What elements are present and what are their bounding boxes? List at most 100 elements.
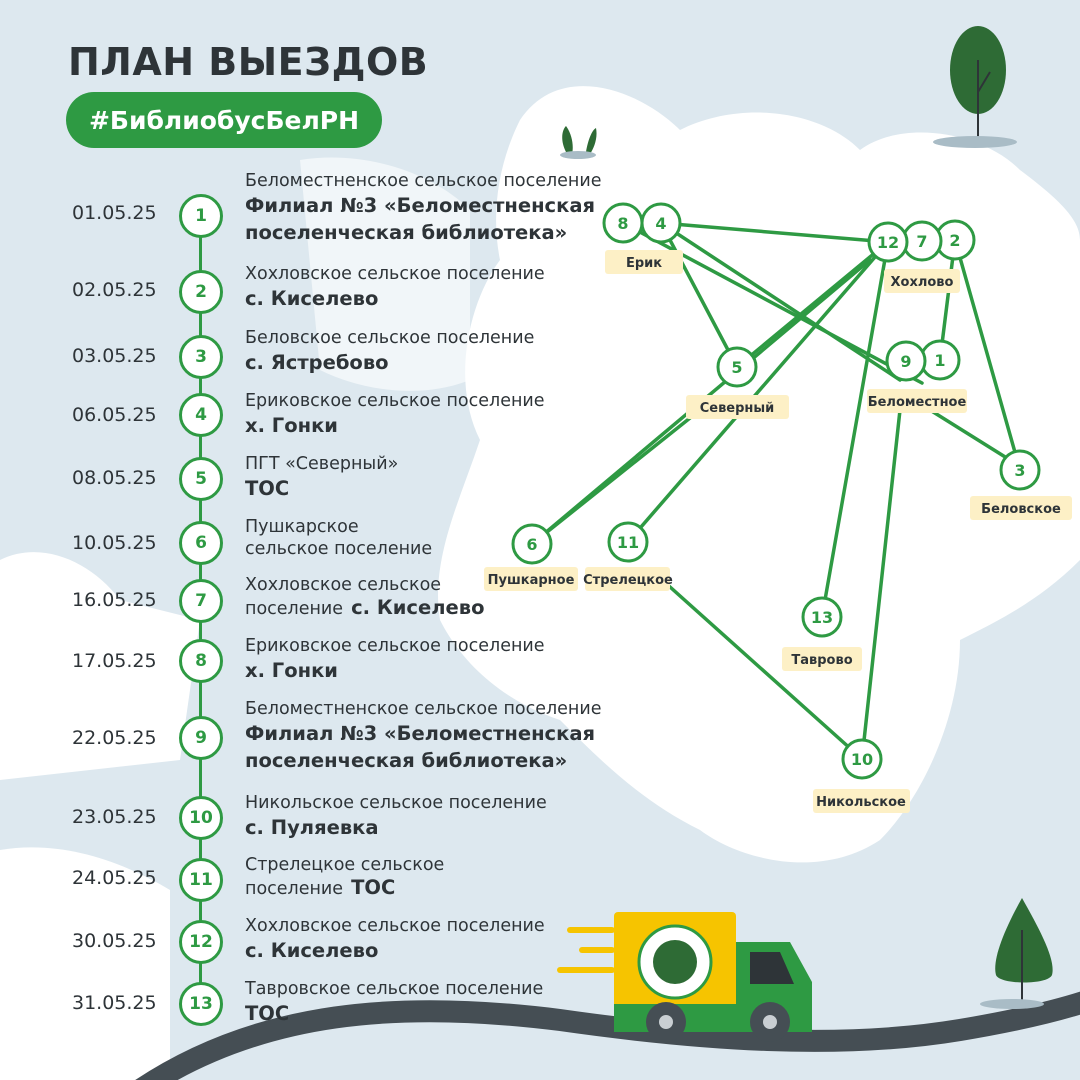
schedule-date: 30.05.25 — [72, 930, 157, 952]
svg-text:8: 8 — [617, 214, 628, 233]
schedule-number: 10 — [179, 796, 223, 840]
schedule-venue: с. Киселево — [245, 287, 379, 310]
svg-text:10: 10 — [851, 750, 873, 769]
schedule-date: 06.05.25 — [72, 404, 157, 426]
svg-text:5: 5 — [731, 358, 742, 377]
schedule-venue: с. Ястребово — [245, 351, 389, 374]
schedule-number: 7 — [179, 579, 223, 623]
svg-text:2: 2 — [949, 231, 960, 250]
schedule-number: 12 — [179, 920, 223, 964]
map-node-10: 10 — [841, 738, 883, 780]
page-title: ПЛАН ВЫЕЗДОВ — [68, 40, 429, 84]
schedule-settlement: Беловское сельское поселение — [245, 328, 535, 348]
route-line — [820, 240, 890, 619]
grass-left — [562, 126, 597, 154]
schedule-settlement: Ериковское сельское поселение — [245, 636, 545, 656]
schedule-date: 01.05.25 — [72, 202, 157, 224]
schedule-venue: с. Киселево — [245, 939, 379, 962]
schedule-venue: ТОС — [351, 876, 396, 899]
map-node-9: 9 — [885, 340, 927, 382]
town-label-belovskoe: Беловское — [981, 502, 1061, 517]
town-label-belomestnoe: Беломестное — [868, 395, 967, 410]
white-hill-topleft — [300, 157, 470, 391]
schedule-venue: х. Гонки — [245, 414, 338, 437]
schedule-settlement: Ериковское сельское поселение — [245, 391, 545, 411]
map-node-3: 3 — [999, 449, 1041, 491]
route-line — [735, 240, 890, 369]
schedule-date: 22.05.25 — [72, 727, 157, 749]
schedule-settlement: Тавровское сельское поселение — [245, 979, 544, 999]
schedule-number: 2 — [179, 270, 223, 314]
map-node-7: 7 — [901, 220, 943, 262]
town-label-tavrovo: Таврово — [791, 653, 852, 668]
svg-text:3: 3 — [1014, 461, 1025, 480]
town-label-pushkarnoe: Пушкарное — [488, 573, 575, 588]
schedule-venue: ТОС — [245, 477, 290, 500]
schedule-date: 08.05.25 — [72, 467, 157, 489]
schedule-venue: Филиал №3 «Беломестненская поселенческая… — [245, 722, 596, 772]
town-label-erik: Ерик — [626, 256, 662, 271]
schedule-settlement: ПГТ «Северный» — [245, 454, 399, 474]
svg-text:11: 11 — [617, 533, 639, 552]
schedule-date: 16.05.25 — [72, 589, 157, 611]
map-node-12: 12 — [867, 221, 909, 263]
map-node-4: 4 — [640, 202, 682, 244]
schedule-settlement: Беломестненское сельское поселение — [245, 699, 602, 719]
route-line — [659, 221, 739, 369]
hashtag-badge: #БиблиобусБелРН — [66, 92, 382, 148]
town-labels: Ерик Хохлово Северный Беломестное Беловс… — [484, 250, 1072, 813]
svg-text:9: 9 — [900, 352, 911, 371]
schedule-date: 03.05.25 — [72, 345, 157, 367]
schedule-settlement: Никольское сельское поселение — [245, 793, 547, 813]
svg-text:12: 12 — [877, 233, 899, 252]
town-label-box — [585, 567, 670, 591]
schedule-date: 10.05.25 — [72, 532, 157, 554]
map-node-8: 8 — [602, 202, 644, 244]
town-label-nikolskoe: Никольское — [816, 795, 906, 810]
map-node-13: 13 — [801, 596, 843, 638]
town-label-hokholovo: Хохлово — [891, 275, 954, 290]
schedule-venue: х. Гонки — [245, 659, 338, 682]
schedule-date: 31.05.25 — [72, 992, 157, 1014]
schedule-settlement: Хохловское сельское поселение — [245, 916, 545, 936]
route-lines — [530, 221, 1022, 761]
tree-bottom-right — [980, 898, 1053, 1009]
town-label-box — [686, 395, 789, 419]
town-label-box — [813, 789, 910, 813]
town-label-box — [970, 496, 1072, 520]
grass-shadow — [560, 151, 596, 159]
schedule-settlement: Хохловское сельское поселение — [245, 575, 442, 619]
map-node-5: 5 — [716, 346, 758, 388]
bookmobile-truck — [557, 912, 812, 1042]
route-line — [659, 221, 902, 382]
map-node-6: 6 — [511, 523, 553, 565]
town-label-box — [884, 269, 960, 293]
schedule-number: 1 — [179, 194, 223, 238]
svg-text:7: 7 — [916, 232, 927, 251]
schedule-settlement: Стрелецкое сельское поселение — [245, 855, 445, 899]
svg-text:13: 13 — [811, 608, 833, 627]
map-node-1: 1 — [919, 339, 961, 381]
schedule-number: 9 — [179, 716, 223, 760]
schedule-date: 24.05.25 — [72, 867, 157, 889]
tree-top-right — [933, 26, 1017, 148]
route-line — [621, 221, 924, 385]
schedule-venue: ТОС — [245, 1002, 290, 1025]
town-label-severny: Северный — [700, 401, 775, 416]
route-nodes: 8 4 2 7 12 5 1 9 3 6 11 13 10 — [511, 202, 1041, 780]
schedule-date: 02.05.25 — [72, 279, 157, 301]
schedule-number: 13 — [179, 982, 223, 1026]
route-line — [659, 221, 890, 244]
schedule-date: 23.05.25 — [72, 806, 157, 828]
route-line — [658, 576, 864, 761]
schedule-number: 4 — [179, 393, 223, 437]
route-line — [530, 416, 692, 546]
schedule-venue: с. Пуляевка — [245, 816, 379, 839]
town-label-box — [484, 567, 578, 591]
route-line — [626, 240, 890, 544]
schedule-number: 11 — [179, 858, 223, 902]
schedule-number: 6 — [179, 521, 223, 565]
schedule-venue: Филиал №3 «Беломестненская поселенческая… — [245, 194, 596, 244]
route-line — [860, 408, 902, 761]
schedule-settlement: Пушкарское сельское поселение — [245, 517, 433, 559]
